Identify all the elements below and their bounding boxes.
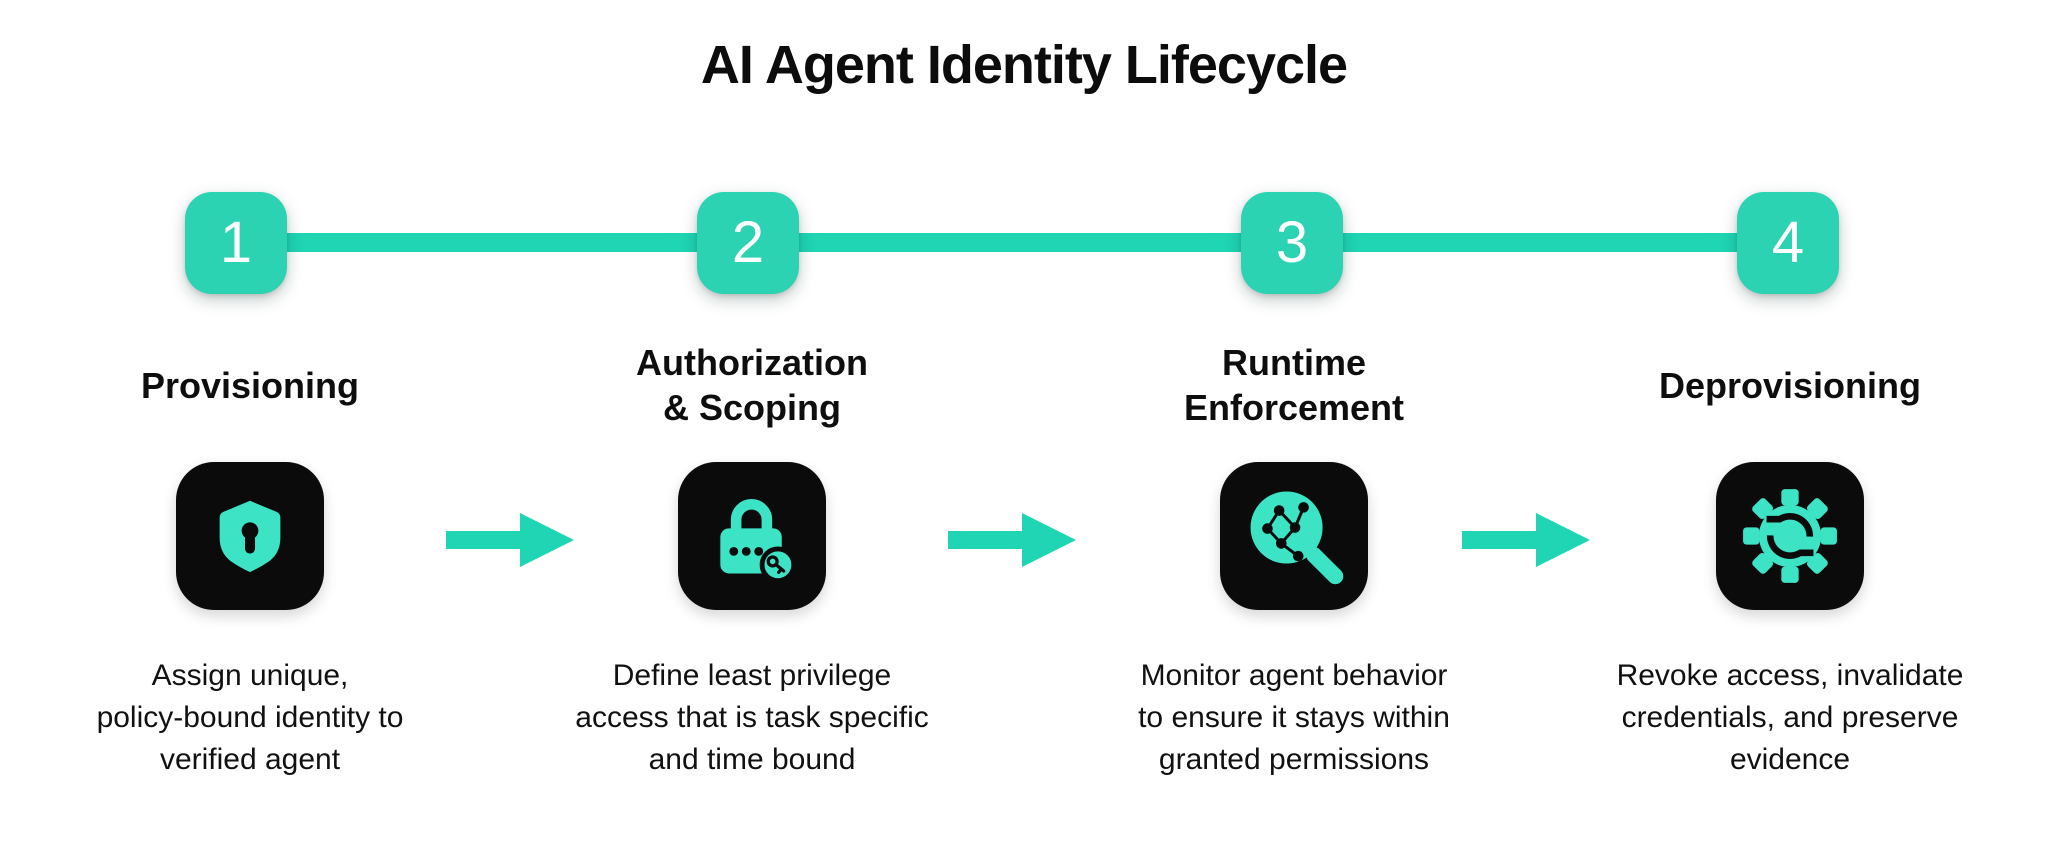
step-number: 3	[1275, 210, 1309, 275]
page-title: AI Agent Identity Lifecycle	[700, 35, 1348, 95]
magnifier-network-icon	[1250, 491, 1344, 585]
stage-description: Assign unique, policy-bound identity to …	[96, 659, 404, 776]
stage-title: Runtime Enforcement	[1183, 342, 1405, 428]
stage-icon-tile	[176, 462, 324, 610]
step-number: 2	[731, 210, 765, 275]
step-number: 1	[219, 210, 253, 275]
stage-title: Deprovisioning	[1658, 364, 1922, 406]
stage-deprovisioning: Deprovisioning	[1550, 338, 2030, 781]
stage-icon-tile	[1716, 462, 1864, 610]
lock-key-icon	[720, 499, 797, 584]
stage-description: Monitor agent behavior to ensure it stay…	[1138, 659, 1450, 776]
stage-title: Authorization & Scoping	[636, 342, 868, 428]
gear-sync-icon	[1743, 489, 1837, 583]
arrow-right-icon	[446, 513, 574, 567]
arrow-right-icon	[1462, 513, 1590, 567]
stage-icon-tile	[1220, 462, 1368, 610]
step-badge-3: 3	[1241, 192, 1343, 294]
step-number: 4	[1771, 210, 1805, 275]
stage-description: Revoke access, invalidate credentials, a…	[1616, 659, 1964, 776]
step-badge-1: 1	[185, 192, 287, 294]
shield-keyhole-icon	[219, 500, 281, 573]
step-badge-2: 2	[697, 192, 799, 294]
step-badge-4: 4	[1737, 192, 1839, 294]
stage-authorization-scoping: Authorization & Scoping Define least pri…	[512, 338, 992, 781]
stage-runtime-enforcement: Runtime Enforcement	[1054, 338, 1534, 781]
timeline-bar	[236, 233, 1792, 252]
stage-title: Provisioning	[140, 364, 360, 406]
stage-provisioning: Provisioning Assign unique, policy-bound…	[10, 338, 490, 781]
stage-icon-tile	[678, 462, 826, 610]
arrow-right-icon	[948, 513, 1076, 567]
stage-description: Define least privilege access that is ta…	[575, 659, 929, 776]
